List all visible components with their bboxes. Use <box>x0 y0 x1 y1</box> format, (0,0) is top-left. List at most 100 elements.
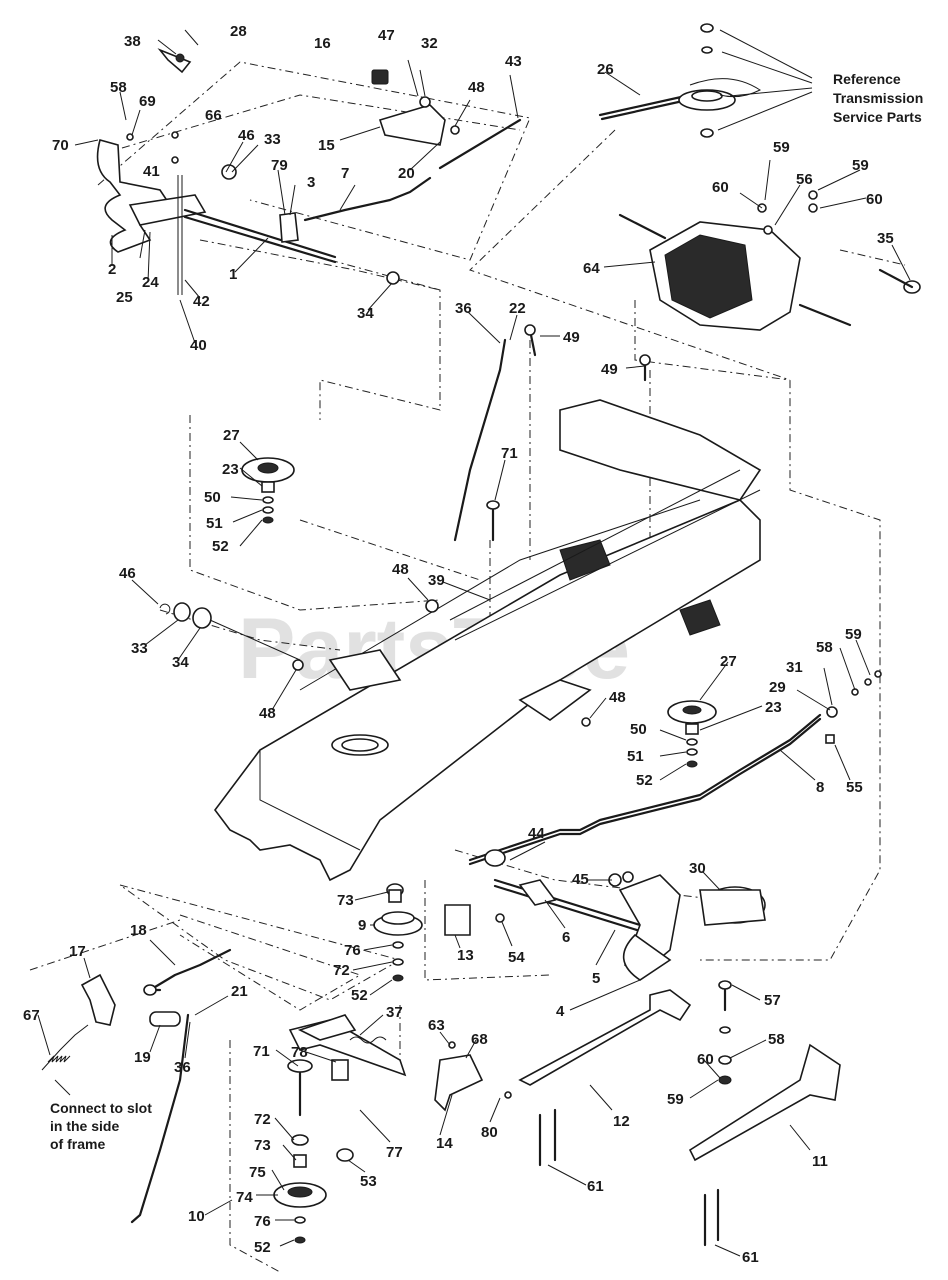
callout-label: 48 <box>609 689 626 706</box>
callout-label: 43 <box>505 53 522 70</box>
callout-label: 76 <box>344 942 361 959</box>
lower-right-brackets <box>434 980 841 1247</box>
idler-pulley-upper-left <box>241 457 295 524</box>
callout-label: 32 <box>421 35 438 52</box>
callout-label: 61 <box>587 1178 604 1195</box>
callout-label: 77 <box>386 1144 403 1161</box>
callout-label: 67 <box>23 1007 40 1024</box>
callout-label: 51 <box>206 515 223 532</box>
callout-label: 42 <box>193 293 210 310</box>
callout-label: 29 <box>769 679 786 696</box>
callout-label: 30 <box>689 860 706 877</box>
callout-label: 52 <box>351 987 368 1004</box>
callout-label: 14 <box>436 1135 453 1152</box>
callout-label: 52 <box>254 1239 271 1256</box>
callout-label: 44 <box>528 825 545 842</box>
transmission-assembly <box>598 23 921 331</box>
callout-label: 40 <box>190 337 207 354</box>
callout-label: 26 <box>597 61 614 78</box>
callout-label: 64 <box>583 260 600 277</box>
callout-label: 73 <box>254 1137 271 1154</box>
callout-label: 60 <box>712 179 729 196</box>
callout-label: 47 <box>378 27 395 44</box>
lower-left-linkage <box>41 948 232 1224</box>
bushing-set-left <box>159 602 301 661</box>
frame-note: Connect to slot in the side of frame <box>50 1100 152 1152</box>
callout-label: 53 <box>360 1173 377 1190</box>
callout-label: 41 <box>143 163 160 180</box>
callout-label: 76 <box>254 1213 271 1230</box>
main-frame <box>214 399 762 882</box>
callout-label: 59 <box>845 626 862 643</box>
callout-label: 75 <box>249 1164 266 1181</box>
reference-note-line: Service Parts <box>833 109 922 125</box>
callout-label: 3 <box>307 174 315 191</box>
callout-label: 70 <box>52 137 69 154</box>
callout-label: 48 <box>468 79 485 96</box>
callout-label: 11 <box>812 1153 828 1170</box>
callout-label: 23 <box>222 461 239 478</box>
callout-label: 6 <box>562 929 570 946</box>
shift-assembly <box>444 849 766 981</box>
callout-label: 59 <box>852 157 869 174</box>
callout-label: 71 <box>253 1043 270 1060</box>
callout-label: 68 <box>471 1031 488 1048</box>
callout-label: 27 <box>720 653 737 670</box>
callout-label: 10 <box>188 1208 205 1225</box>
callout-label: 48 <box>259 705 276 722</box>
callout-label: 69 <box>139 93 156 110</box>
callout-label: 34 <box>357 305 374 322</box>
callout-label: 52 <box>636 772 653 789</box>
callout-label: 33 <box>131 640 148 657</box>
callout-label: 19 <box>134 1049 151 1066</box>
callout-label: 8 <box>816 779 824 796</box>
callout-labels: 28 38 16 47 32 43 26 58 69 66 48 70 46 3… <box>23 23 894 1266</box>
pedal-linkage-assembly <box>96 48 522 295</box>
callout-label: 13 <box>457 947 474 964</box>
callout-label: 46 <box>119 565 136 582</box>
callout-label: 58 <box>816 639 833 656</box>
callout-label: 35 <box>877 230 894 247</box>
reference-note-line: Transmission <box>833 90 923 106</box>
callout-label: 59 <box>773 139 790 156</box>
callout-label: 36 <box>174 1059 191 1076</box>
callout-label: 24 <box>142 274 159 291</box>
leader-lines <box>37 29 911 1257</box>
callout-label: 39 <box>428 572 445 589</box>
callout-label: 15 <box>318 137 335 154</box>
callout-label: 9 <box>358 917 366 934</box>
callout-label: 54 <box>508 949 525 966</box>
callout-label: 49 <box>563 329 580 346</box>
callout-label: 72 <box>254 1111 271 1128</box>
callout-label: 22 <box>509 300 526 317</box>
frame-note-line: in the side <box>50 1118 119 1134</box>
idler-pulley-right <box>468 670 882 866</box>
center-rods <box>453 324 651 542</box>
callout-label: 60 <box>866 191 883 208</box>
callout-label: 33 <box>264 131 281 148</box>
frame-note-line: of frame <box>50 1136 105 1152</box>
callout-label: 55 <box>846 779 863 796</box>
callout-label: 50 <box>630 721 647 738</box>
callout-label: 4 <box>556 1003 565 1020</box>
callout-label: 63 <box>428 1017 445 1034</box>
callout-label: 79 <box>271 157 288 174</box>
callout-label: 28 <box>230 23 247 40</box>
callout-label: 60 <box>697 1051 714 1068</box>
callout-label: 56 <box>796 171 813 188</box>
center-idler-stack <box>373 883 423 982</box>
callout-label: 51 <box>627 748 644 765</box>
callout-label: 80 <box>481 1124 498 1141</box>
callout-label: 78 <box>291 1044 308 1061</box>
callout-label: 36 <box>455 300 472 317</box>
callout-label: 31 <box>786 659 803 676</box>
callout-label: 52 <box>212 538 229 555</box>
callout-label: 57 <box>764 992 781 1009</box>
callout-label: 27 <box>223 427 240 444</box>
callout-label: 59 <box>667 1091 684 1108</box>
frame-note-line: Connect to slot <box>50 1100 152 1116</box>
callout-label: 46 <box>238 127 255 144</box>
callout-label: 2 <box>108 261 116 278</box>
callout-label: 73 <box>337 892 354 909</box>
